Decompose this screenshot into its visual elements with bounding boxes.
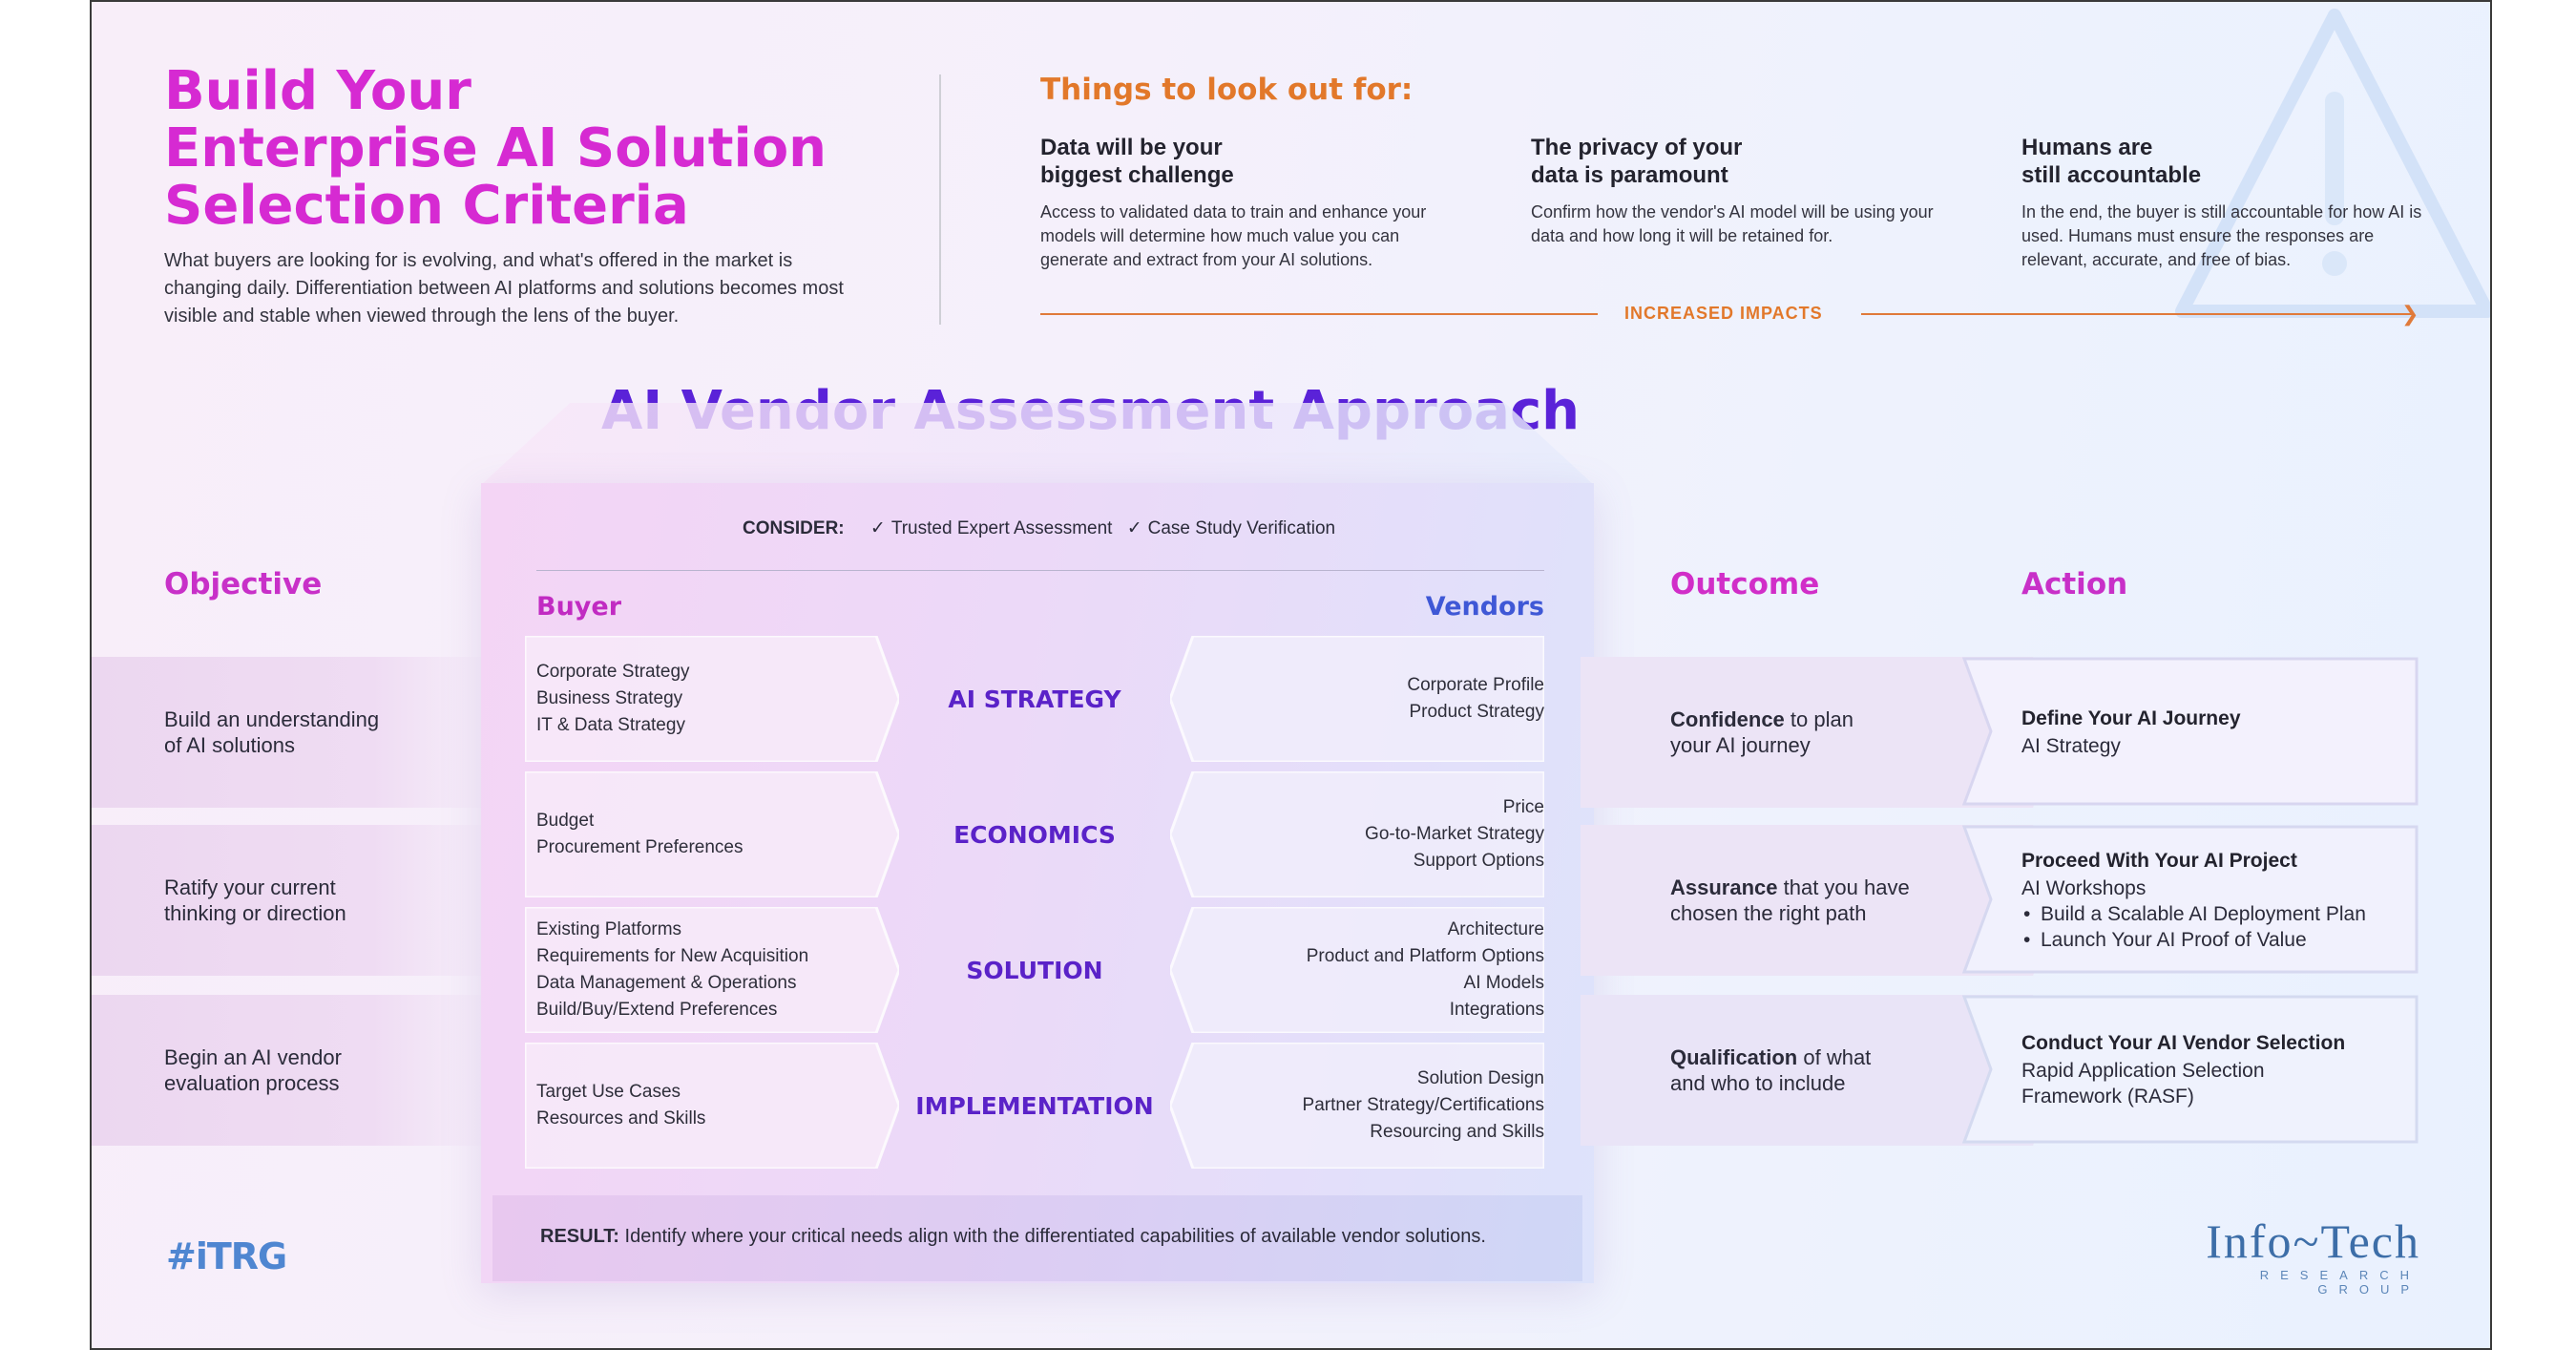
warning-triangle-icon [2175,9,2490,318]
infotech-logo: Info~Tech RESEARCH GROUP [2144,1216,2420,1297]
result-text: RESULT: Identify where your critical nee… [540,1226,1590,1248]
buyer-chevron: Budget Procurement Preferences [525,771,899,897]
lookout-heading: The privacy of your data is paramount [1531,135,1743,188]
vendor-criteria: Architecture Product and Platform Option… [1306,919,1544,1020]
lookout-item: Data will be your biggest challenge Acce… [1040,134,1460,272]
infotech-subtitle: RESEARCH GROUP [2259,1268,2420,1297]
objective-band [92,995,492,1146]
vendor-criteria: Solution Design Partner Strategy/Certifi… [1302,1068,1544,1142]
consider-label: CONSIDER: [743,518,845,538]
checkmark-icon: ✓ [869,518,886,538]
infotech-name: Info~Tech [2206,1214,2420,1268]
center-box-top [481,403,1594,485]
intro-text: What buyers are looking for is evolving,… [164,250,844,327]
action-bullet: Launch Your AI Proof of Value [2021,927,2413,953]
action-subtitle: AI Strategy [2021,734,2121,757]
vendor-criteria: Price Go-to-Market Strategy Support Opti… [1365,797,1544,871]
lookout-text: Access to validated data to train and en… [1040,202,1427,269]
action-box: Conduct Your AI Vendor Selection Rapid A… [1962,995,2419,1144]
vendor-chevron: Price Go-to-Market Strategy Support Opti… [1170,771,1544,897]
action-title: Conduct Your AI Vendor Selection [2021,1032,2346,1054]
outcome-band [1581,657,2062,808]
outcome-band [1581,825,2062,976]
itrg-logo: #iTRG [166,1235,287,1277]
buyer-criteria: Corporate Strategy Business Strategy IT … [536,662,690,735]
objective-band [92,657,492,808]
infographic-frame: Build Your Enterprise AI Solution Select… [90,0,2492,1350]
result-description: Identify where your critical needs align… [624,1226,1486,1247]
impact-label: INCREASED IMPACTS [1624,304,1823,323]
checkmark-icon: ✓ [1126,518,1142,538]
vendor-criteria: Corporate Profile Product Strategy [1407,675,1544,722]
action-bullet: Build a Scalable AI Deployment Plan [2021,901,2413,927]
vendor-label: Vendors [1425,592,1544,622]
buyer-label: Buyer [536,592,622,622]
action-title: Proceed With Your AI Project [2021,849,2297,872]
lookout-heading: Data will be your biggest challenge [1040,135,1234,188]
arrow-right-icon: ❯ [2401,302,2419,326]
category-label: IMPLEMENTATION [915,1091,1154,1120]
result-band [492,1195,1582,1281]
action-subtitle: AI Workshops [2021,876,2147,899]
lookout-text: Confirm how the vendor's AI model will b… [1531,202,1934,245]
action-heading: Action [2021,567,2128,601]
outcome-band [1581,995,2062,1146]
center-divider [536,570,1544,571]
consider-item: Case Study Verification [1147,518,1336,538]
category-label: SOLUTION [966,956,1103,984]
vendor-chevron: Corporate Profile Product Strategy [1170,636,1544,762]
lookout-heading: Humans are still accountable [2021,135,2202,188]
action-subtitle: Framework (RASF) [2021,1086,2194,1107]
category-label: AI STRATEGY [948,685,1121,713]
buyer-chevron: Target Use Cases Resources and Skills [525,1043,899,1169]
consider-row: CONSIDER: ✓Trusted Expert Assessment ✓Ca… [743,517,1335,539]
impact-line [1040,313,1598,315]
action-subtitle: Rapid Application Selection [2021,1060,2265,1082]
objective-heading: Objective [164,567,323,601]
action-content: Define Your AI Journey AI Strategy [2021,657,2413,806]
main-title: Build Your Enterprise AI Solution Select… [164,60,827,237]
buyer-criteria: Existing Platforms Requirements for New … [536,919,809,1020]
action-box: Proceed With Your AI Project AI Workshop… [1962,825,2419,974]
vendor-chevron: Solution Design Partner Strategy/Certifi… [1170,1043,1544,1169]
lookout-item: Humans are still accountable In the end,… [2021,134,2441,272]
action-box: Define Your AI Journey AI Strategy [1962,657,2419,806]
buyer-chevron: Corporate Strategy Business Strategy IT … [525,636,899,762]
impact-line [1861,313,2413,315]
buyer-chevron: Existing Platforms Requirements for New … [525,907,899,1033]
buyer-criteria: Target Use Cases Resources and Skills [536,1082,706,1129]
objective-band [92,825,492,976]
action-content: Proceed With Your AI Project AI Workshop… [2021,825,2413,974]
buyer-criteria: Budget Procurement Preferences [536,811,743,857]
action-content: Conduct Your AI Vendor Selection Rapid A… [2021,995,2413,1144]
category-label: ECONOMICS [953,820,1116,849]
header-divider [939,74,941,325]
action-title: Define Your AI Journey [2021,707,2241,729]
consider-item: Trusted Expert Assessment [890,518,1113,538]
vendor-chevron: Architecture Product and Platform Option… [1170,907,1544,1033]
lookout-text: In the end, the buyer is still accountab… [2021,202,2422,269]
result-label: RESULT: [540,1226,619,1247]
lookout-item: The privacy of your data is paramount Co… [1531,134,1951,248]
outcome-heading: Outcome [1670,567,1820,601]
lookout-title: Things to look out for: [1040,73,1414,107]
